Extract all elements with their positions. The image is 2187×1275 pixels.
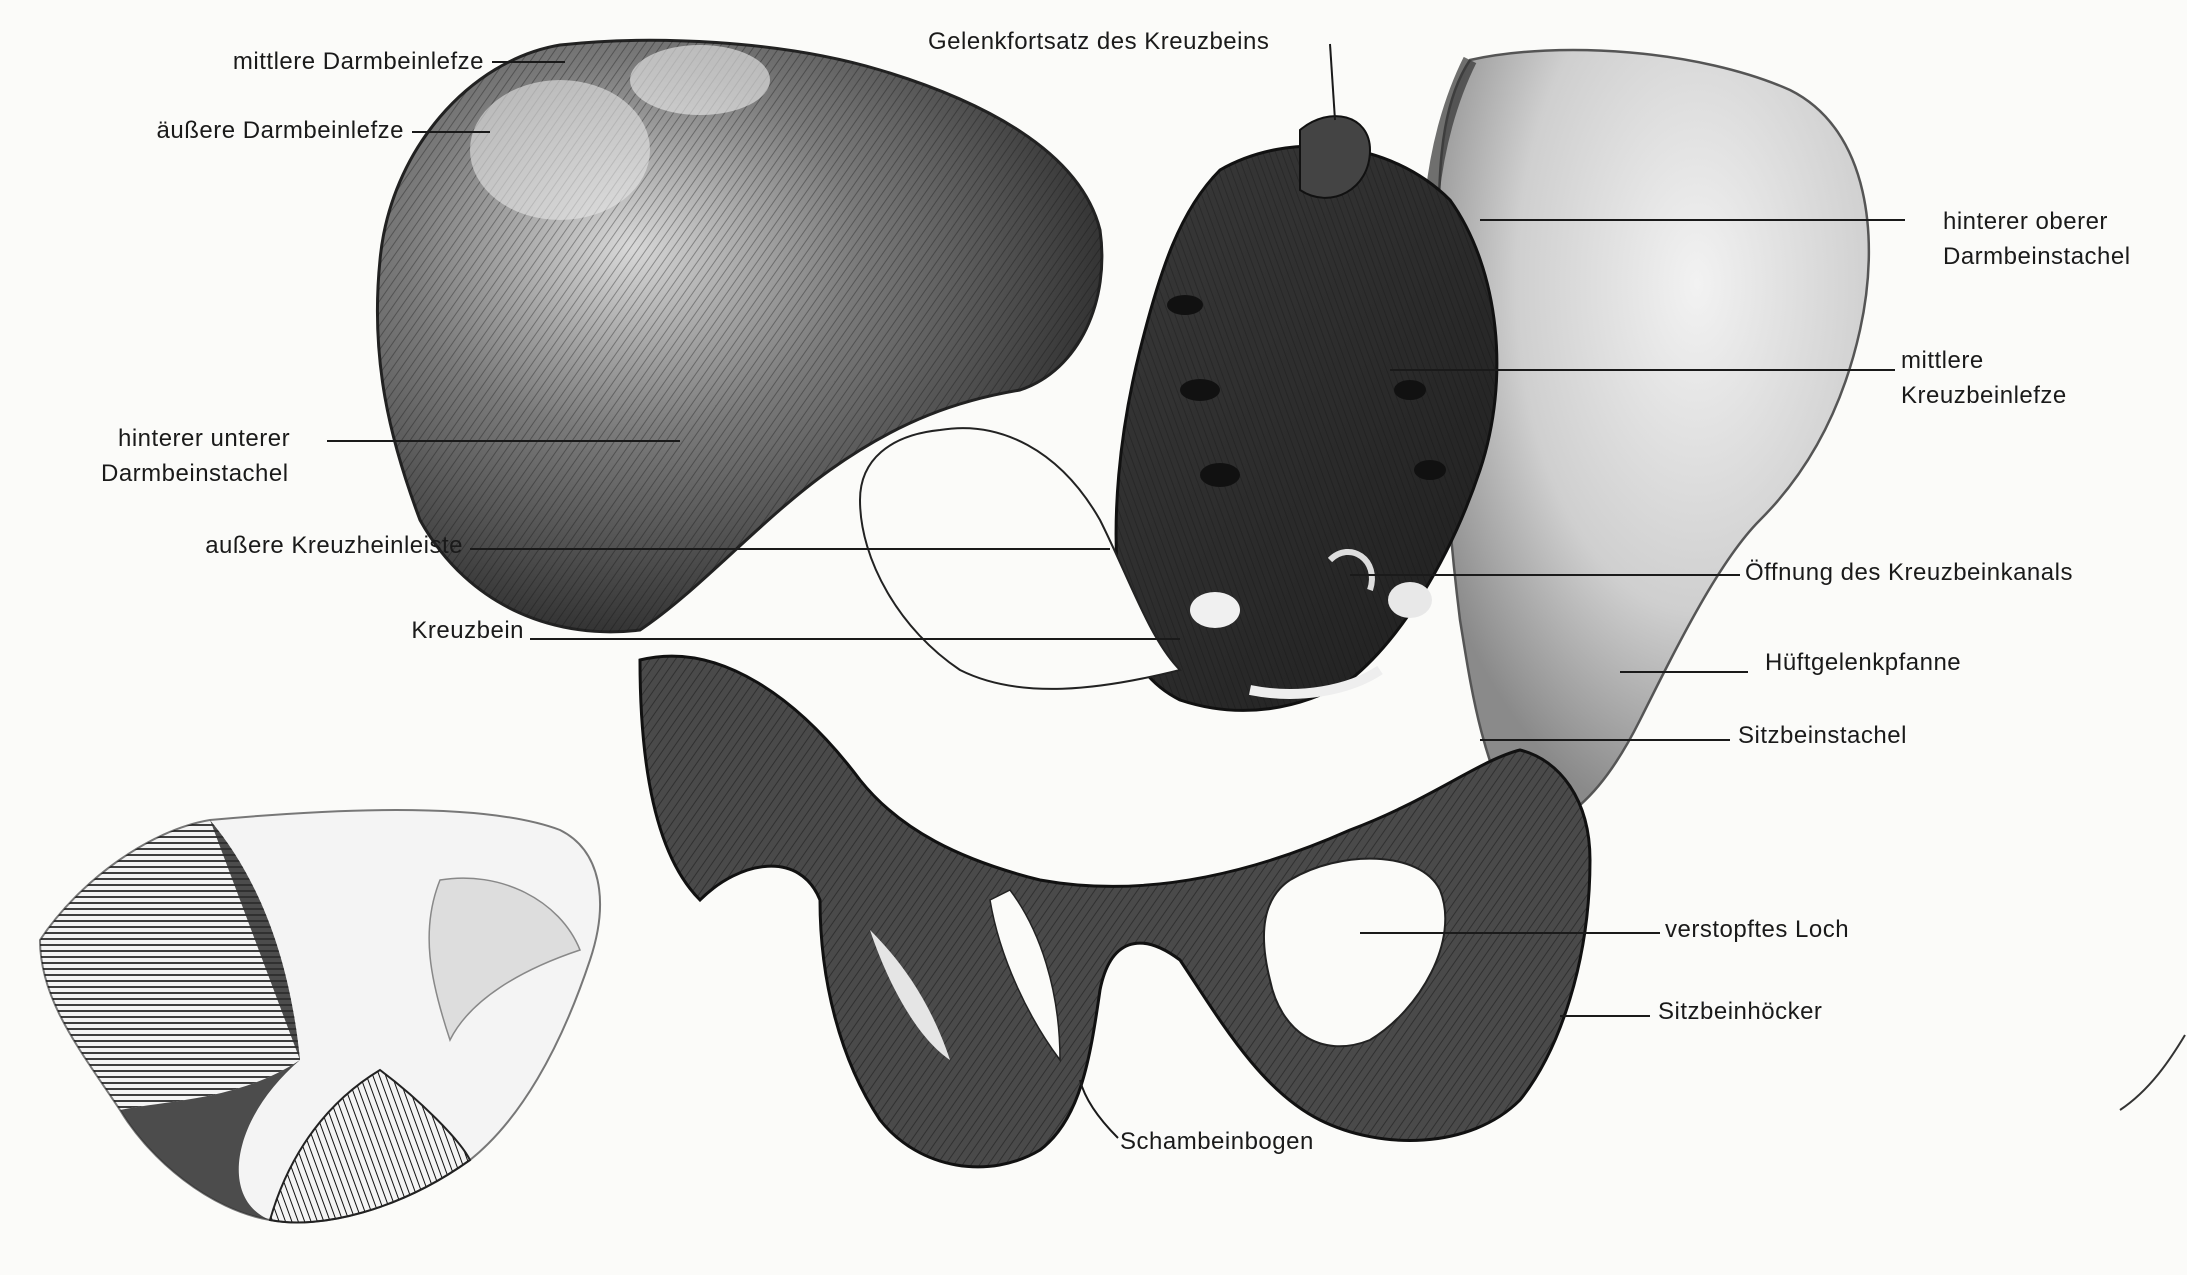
label-line-1: mittlere — [1901, 343, 2067, 378]
lower-pelvis — [640, 656, 1590, 1167]
label-mittlere-kreuzbeinlefze: mittlere Kreuzbeinlefze — [1901, 343, 2067, 413]
label-mittlere-darmbeinlefze: mittlere Darmbeinlefze — [233, 44, 484, 79]
edge-mark — [2120, 1035, 2185, 1110]
inset-bone-section — [40, 810, 600, 1223]
label-aeussere-darmbeinlefze: äußere Darmbeinlefze — [157, 113, 404, 148]
label-line-2: Darmbeinstachel — [1943, 239, 2131, 274]
label-verstopftes-loch: verstopftes Loch — [1665, 912, 1849, 947]
right-ilium — [1430, 50, 1869, 830]
label-sitzbeinhoecker: Sitzbeinhöcker — [1658, 994, 1822, 1029]
label-gelenkfortsatz: Gelenkfortsatz des Kreuzbeins — [928, 24, 1269, 59]
label-sitzbeinstachel: Sitzbeinstachel — [1738, 718, 1907, 753]
label-aeussere-kreuzbeinleiste: außere Kreuzheinleiste — [205, 528, 463, 563]
label-line-2: Kreuzbeinlefze — [1901, 378, 2067, 413]
label-kreuzbein: Kreuzbein — [411, 613, 524, 648]
label-line-1: hinterer oberer — [1943, 204, 2131, 239]
label-line-1: hinterer unterer — [118, 421, 290, 456]
label-hinterer-unterer-darmbeinstachel: hinterer unterer Darmbeinstachel — [118, 421, 290, 491]
label-hueftgelenkpfanne: Hüftgelenkpfanne — [1765, 645, 1961, 680]
label-hinterer-oberer-darmbeinstachel: hinterer oberer Darmbeinstachel — [1943, 204, 2131, 274]
label-line-2: Darmbeinstachel — [101, 456, 290, 491]
sacrum — [1116, 116, 1497, 710]
label-oeffnung-kreuzbeinkanal: Öffnung des Kreuzbeinkanals — [1745, 555, 2073, 590]
label-schambeinbogen: Schambeinbogen — [1120, 1124, 1314, 1159]
